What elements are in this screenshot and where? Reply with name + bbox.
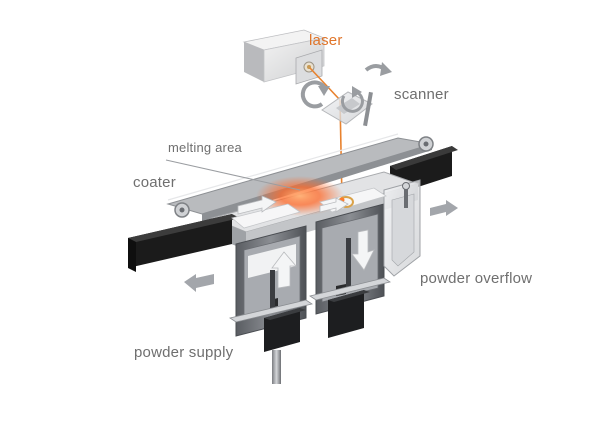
label-scanner: scanner: [394, 86, 449, 103]
label-melting-area: melting area: [168, 140, 242, 155]
motion-arrow-icon: [430, 200, 458, 216]
label-laser: laser: [309, 32, 343, 49]
motion-arrow-icon: [237, 195, 277, 215]
label-powder-supply: powder supply: [134, 344, 234, 361]
rotation-arrow-icon: [352, 86, 362, 98]
motion-arrow-icon: [319, 197, 349, 213]
rotation-arrow-icon: [380, 62, 392, 76]
motion-arrows: [184, 195, 458, 292]
motion-arrow-icon: [271, 251, 297, 289]
label-coater: coater: [133, 174, 176, 191]
scanner-unit: [300, 62, 392, 127]
laser-unit: [242, 29, 326, 85]
label-powder-overflow: powder overflow: [420, 270, 533, 287]
motion-arrow-icon: [184, 274, 214, 292]
rotation-arrow-icon: [318, 86, 330, 96]
rail-front: [128, 214, 240, 272]
powder-supply-chamber: [229, 225, 313, 384]
powder-overflow-chamber: [383, 179, 421, 277]
build-chamber: [309, 203, 391, 338]
melting-area-leader: [165, 159, 301, 191]
motion-arrow-icon: [351, 229, 375, 271]
